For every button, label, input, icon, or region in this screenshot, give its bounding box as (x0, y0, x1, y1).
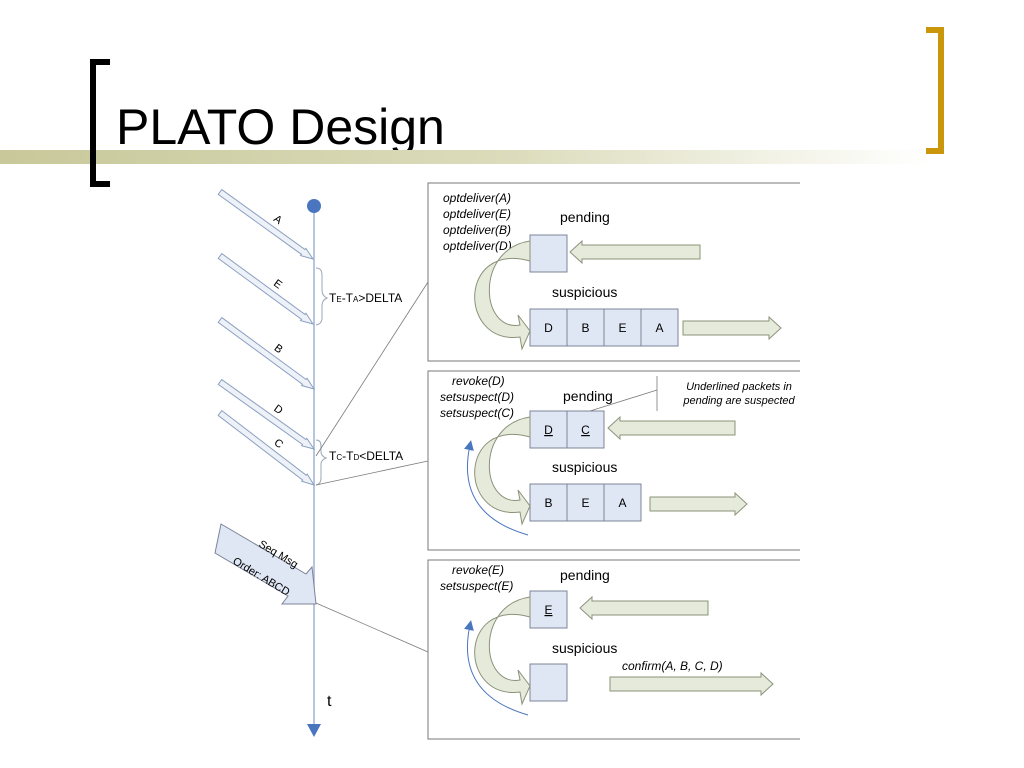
move-to-suspicious-arrow (474, 240, 531, 351)
suspicious-cell-label: E (581, 496, 589, 510)
panel-3: revoke(E) setsuspect(E) pendingEsuspicious… (427, 559, 800, 740)
output-label: confirm(A, B, C, D) (622, 659, 723, 673)
panel-action: revoke(E) (452, 563, 504, 577)
pending-cell (529, 234, 568, 273)
note-text: pending are suspected (682, 395, 795, 407)
incoming-arrows (222, 189, 318, 257)
brace-top (315, 267, 329, 326)
suspicious-cell-label: A (618, 496, 626, 510)
incoming-arrow-a: A (217, 188, 315, 260)
pending-incoming-arrow (607, 415, 736, 441)
page-title: PLATO Design (116, 99, 445, 155)
pending-cell (566, 410, 605, 449)
pending-cell-label: C (581, 423, 590, 437)
delivery-outgoing-arrow (682, 315, 782, 341)
panel-action: setsuspect(D) (440, 390, 514, 404)
pending-cell (529, 590, 568, 629)
pending-label: pending (560, 209, 610, 225)
suspicious-label: suspicious (552, 640, 617, 656)
right-bracket (926, 27, 944, 154)
suspicious-cell (529, 308, 568, 347)
suspicious-cell (566, 483, 605, 522)
timeline-axis-label: t (327, 693, 332, 710)
pending-cell-label: E (544, 603, 552, 617)
connector-panel-2 (315, 460, 429, 486)
move-to-suspicious-arrow (474, 596, 531, 706)
seq-msg-arrow: Seq Msg Order: ABCD (214, 523, 317, 605)
pending-label: pending (560, 567, 610, 583)
incoming-arrow-label: B (272, 342, 285, 356)
connector-panel-1 (315, 281, 429, 457)
panel-frame (427, 559, 800, 740)
suspicious-cell (529, 663, 568, 702)
panel-action: optdeliver(E) (443, 207, 511, 221)
incoming-arrow-shape (217, 409, 316, 486)
move-to-suspicious-arrow (474, 416, 531, 526)
brace-bottom (315, 439, 328, 486)
pending-incoming-arrow (579, 595, 709, 621)
timeline-end-arrow (307, 724, 321, 737)
suspicious-label: suspicious (552, 284, 617, 300)
revoke-arc-arrow (464, 620, 529, 716)
panel-action: optdeliver(D) (443, 239, 512, 253)
suspicious-cell (603, 483, 642, 522)
panel-1: optdeliver(A) optdeliver(E) optdeliver(B) o… (427, 182, 800, 362)
panel-action: optdeliver(B) (443, 223, 511, 237)
suspicious-cell-label: B (581, 321, 589, 335)
incoming-arrow-label: D (271, 403, 284, 417)
incoming-arrow-label: C (272, 437, 286, 451)
pending-label: pending (563, 388, 613, 404)
pending-cell-label: D (544, 423, 553, 437)
panel-action: setsuspect(E) (440, 579, 513, 593)
panel-2: revoke(D) setsuspect(D) setsuspect(C) pendi… (427, 370, 800, 551)
incoming-arrow-shape (217, 316, 316, 390)
title-accent-bar (0, 150, 930, 164)
suspicious-cell-label: E (618, 321, 626, 335)
incoming-arrow-label: A (271, 213, 285, 227)
suspicious-cell-label: B (544, 496, 552, 510)
delivery-outgoing-arrow (649, 491, 748, 517)
note-leader-line (589, 389, 658, 412)
panel-action: revoke(D) (452, 374, 505, 388)
suspicious-cell (640, 308, 679, 347)
incoming-arrow-shape (217, 188, 315, 260)
suspicious-label: suspicious (552, 459, 617, 475)
incoming-arrow-c: C (217, 409, 316, 486)
connector-panel-3 (315, 602, 429, 653)
brace-bottom-label: TC-TD<DELTA (329, 449, 403, 463)
timeline-start-dot (307, 199, 321, 213)
incoming-arrow-shape (217, 378, 316, 450)
panel-action: setsuspect(C) (440, 406, 514, 420)
delivery-outgoing-arrow (609, 671, 774, 697)
suspicious-cell-label: A (655, 321, 663, 335)
left-bracket (90, 59, 110, 187)
pending-incoming-arrow (569, 239, 701, 265)
revoke-arc-arrow (464, 440, 529, 536)
panel-action: optdeliver(A) (443, 191, 511, 205)
incoming-arrow-shape (217, 252, 315, 325)
incoming-arrow-label: E (271, 278, 284, 292)
suspicious-cell-label: D (544, 321, 553, 335)
brace-top-label: TE-TA>DELTA (329, 291, 402, 305)
incoming-arrow-a (222, 189, 318, 257)
panel-frame (427, 182, 800, 362)
note-text: Underlined packets in (686, 381, 792, 393)
panel-frame (427, 370, 800, 551)
